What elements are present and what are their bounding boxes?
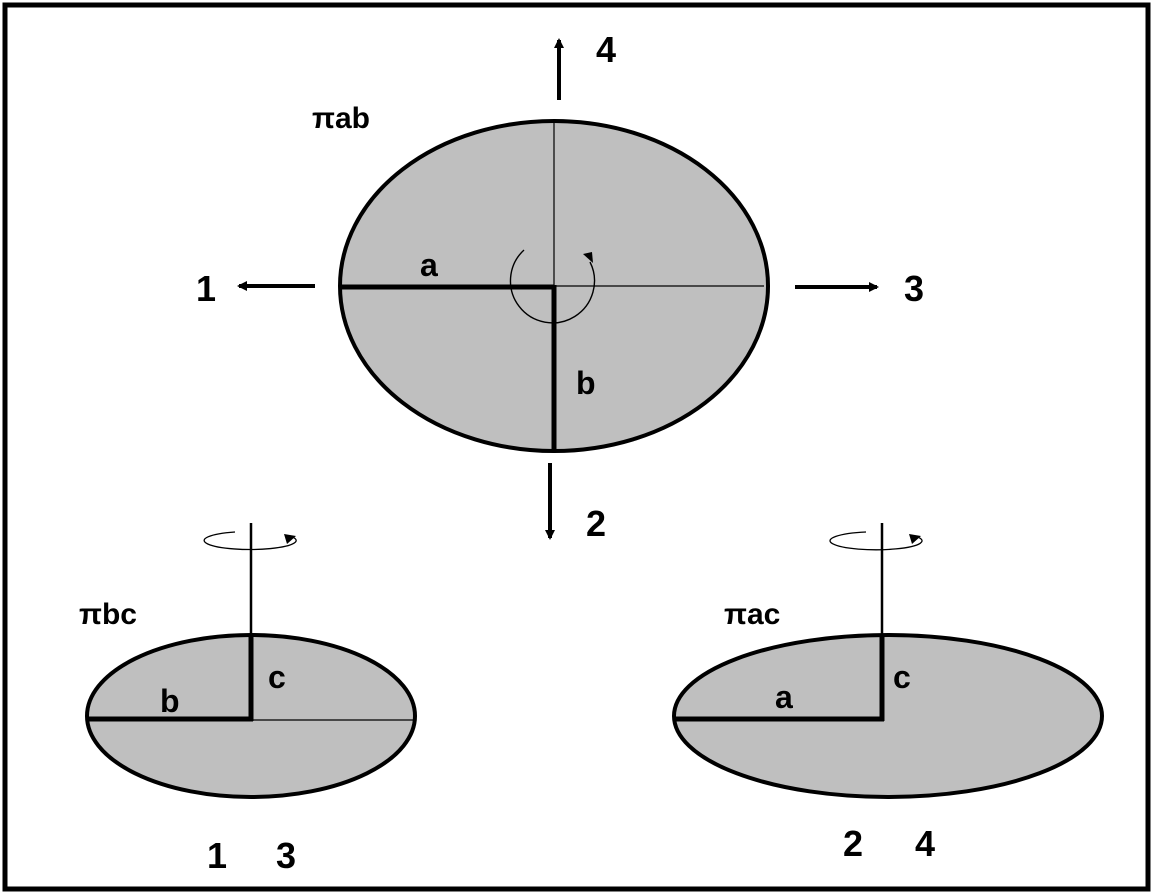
left-axis-c-label: c	[268, 659, 286, 695]
top-plane-label: πab	[312, 102, 370, 135]
top-axis-a-label: a	[420, 247, 438, 283]
right-axis-a-label: a	[775, 679, 793, 715]
right-axis-c-label: c	[893, 659, 911, 695]
dir-label-3: 3	[904, 268, 924, 309]
right-rotation-arrowhead	[909, 534, 921, 544]
right-plane-label: πac	[724, 598, 780, 631]
dir-label-4: 4	[596, 29, 616, 70]
left-rotation-arrow	[203, 531, 297, 551]
right-caption-2: 2	[843, 823, 863, 864]
dir-label-2: 2	[586, 503, 606, 544]
right-caption-4: 4	[915, 823, 935, 864]
left-axis-b-label: b	[160, 683, 180, 719]
left-caption-3: 3	[276, 835, 296, 876]
top-axis-b-label: b	[576, 365, 596, 401]
left-caption-1: 1	[207, 835, 227, 876]
left-ellipse-group: πbc b c 1 3	[79, 523, 417, 876]
right-rotation-arrow	[829, 531, 923, 551]
top-ellipse-group: πab a b 1 3 4 2	[196, 29, 924, 544]
right-ellipse	[672, 633, 1104, 799]
dir-label-1: 1	[196, 268, 216, 309]
right-ellipse-group: πac a c 2 4	[672, 523, 1104, 864]
top-rotation-arrow	[509, 249, 596, 324]
left-plane-label: πbc	[79, 598, 137, 631]
left-rotation-arrowhead	[284, 534, 296, 544]
top-rotation-arrowhead	[583, 252, 593, 263]
